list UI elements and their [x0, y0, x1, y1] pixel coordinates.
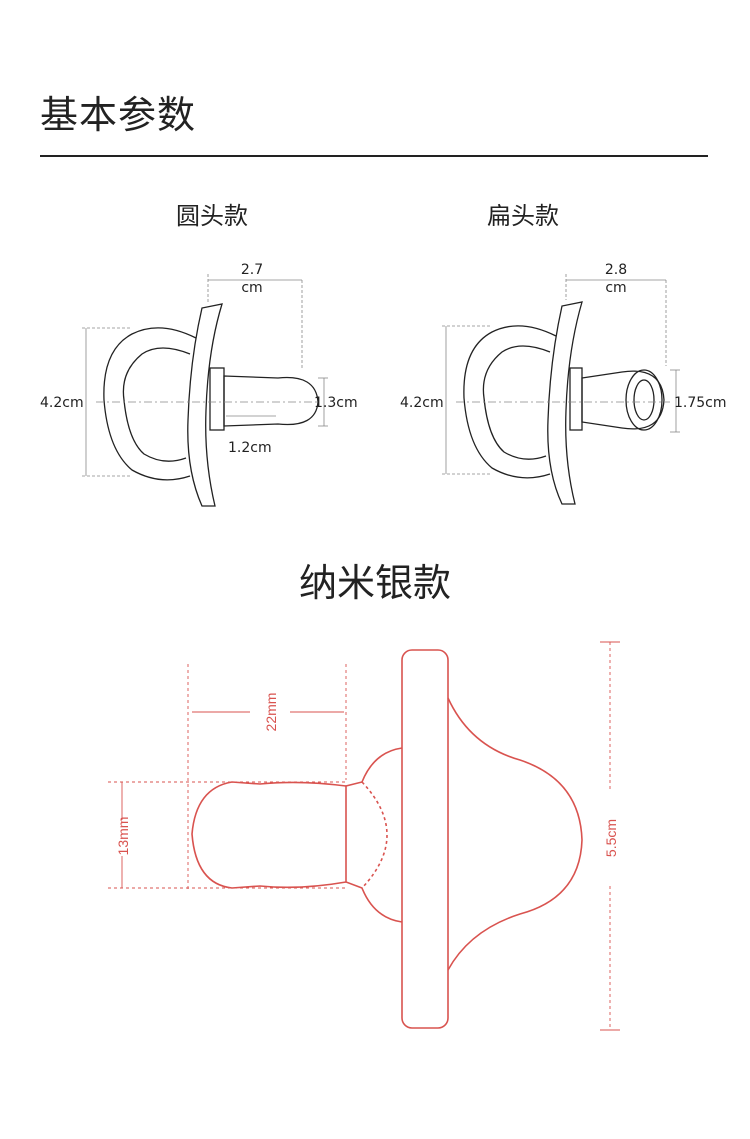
nano-nipple: [191, 781, 347, 889]
title-divider: [40, 155, 708, 157]
nano-shield: [401, 649, 449, 1029]
nano-width-label: 13mm: [115, 817, 131, 856]
nano-pacifier-diagram: 22mm 13mm 5.5cm: [108, 641, 620, 1031]
round-length-value: 2.7: [241, 262, 263, 278]
nano-model-label: 纳米银款: [298, 561, 451, 605]
flat-tip-label: 1.75cm: [674, 395, 727, 411]
round-tip-label: 1.3cm: [314, 395, 358, 411]
round-handle: [103, 327, 197, 481]
flat-nipple: [581, 370, 665, 430]
nano-collar: [345, 747, 403, 923]
flat-length-value: 2.8: [605, 262, 627, 278]
flat-shield: [547, 301, 583, 505]
flat-height-label: 4.2cm: [400, 395, 444, 411]
round-model-label: 圆头款: [176, 202, 248, 230]
round-nipple: [223, 375, 319, 427]
round-height-label: 4.2cm: [40, 395, 84, 411]
flat-collar: [569, 367, 583, 431]
nano-dome: [447, 697, 583, 971]
nano-height-label: 5.5cm: [603, 819, 619, 857]
nano-length-label: 22mm: [263, 693, 279, 732]
round-pacifier-diagram: 2.7 cm 4.2cm 1.3cm 1.2cm: [40, 262, 358, 507]
flat-length-unit: cm: [605, 280, 626, 296]
round-shield: [187, 303, 223, 507]
flat-handle: [463, 325, 557, 479]
round-collar: [209, 367, 225, 431]
flat-model-label: 扁头款: [487, 202, 559, 230]
page-title: 基本参数: [40, 93, 197, 137]
round-length-unit: cm: [241, 280, 262, 296]
round-neck-label: 1.2cm: [228, 440, 272, 456]
flat-pacifier-diagram: 2.8 cm 4.2cm 1.75cm: [400, 262, 727, 505]
